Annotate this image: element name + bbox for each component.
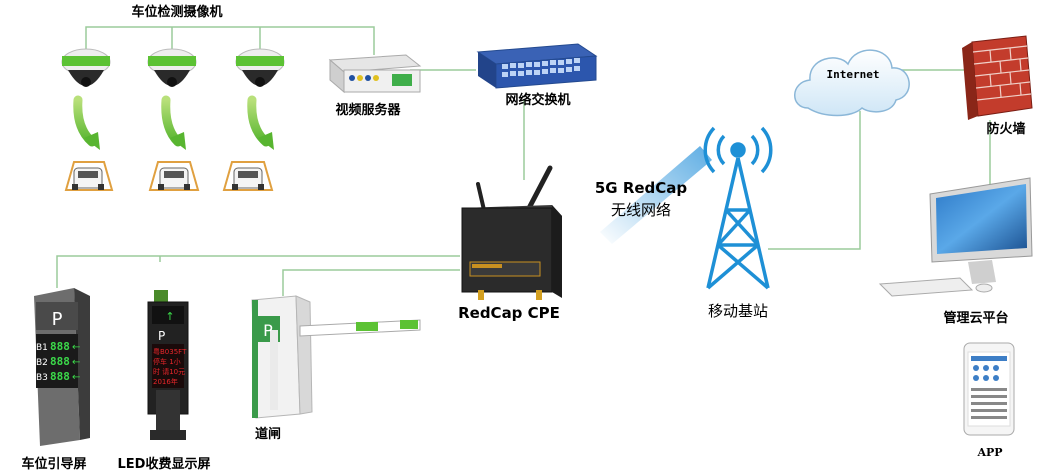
led-line-2: 停车 1小 [153,357,181,366]
redcap-cpe-device [461,165,562,300]
label-internet: Internet [827,68,880,81]
base-station-tower [703,126,773,290]
internet-cloud [794,49,910,117]
cloud-platform-computer [878,177,1033,297]
label-guide-screen: 车位引导屏 [21,456,86,472]
label-video-server: 视频服务器 [335,102,401,118]
label-wireless-net: 无线网络 [611,201,671,219]
label-barrier: 道闸 [255,426,281,442]
camera-3 [235,48,285,87]
label-switch: 网络交换机 [505,92,570,108]
guide-row-3-arrow: ← [72,372,80,383]
guide-row-2-level: B2 [36,358,48,368]
parked-car-2 [148,161,200,191]
label-cpe: RedCap CPE [458,304,560,322]
barrier-parking-symbol: P [263,321,273,340]
video-server-device [328,54,422,94]
label-cloud-platform: 管理云平台 [943,310,1008,326]
svg-text:↑: ↑ [165,310,174,323]
label-app: APP [976,446,1002,459]
label-led-screen: LED收费显示屏 [118,456,211,472]
led-line-3: 时 请10元 [153,367,185,376]
led-line-4: 2016年 [153,377,178,386]
camera-2 [147,48,197,87]
guide-row-3-count: 888 [50,370,70,383]
barrier-gate [251,295,421,419]
label-wireless-5g: 5G RedCap [595,179,688,197]
led-line-1: 粤B035FT [153,347,187,356]
parked-car-1 [64,161,114,191]
camera-1 [61,48,111,87]
guide-row-1-count: 888 [50,340,70,353]
connection-lines [56,26,991,296]
parking-guide-screen [34,288,90,446]
firewall-wall [962,35,1033,120]
arrow-heads [84,132,274,150]
network-switch-device [476,43,598,89]
app-phone [963,342,1015,436]
detection-arrows [73,95,271,147]
led-parking-symbol: P [158,329,165,343]
guide-parking-symbol: P [52,309,63,330]
led-fee-display: ↑ [147,290,189,440]
guide-row-1-level: B1 [36,343,48,353]
guide-row-2-count: 888 [50,355,70,368]
guide-row-2-arrow: ← [72,357,80,368]
guide-row-1-arrow: ← [72,342,80,353]
label-base-station: 移动基站 [708,302,768,320]
wireless-beam [600,146,712,244]
guide-row-3-level: B3 [36,373,48,383]
label-firewall: 防火墙 [986,121,1025,137]
parked-car-3 [222,161,274,191]
label-camera-group: 车位检测摄像机 [131,4,222,20]
